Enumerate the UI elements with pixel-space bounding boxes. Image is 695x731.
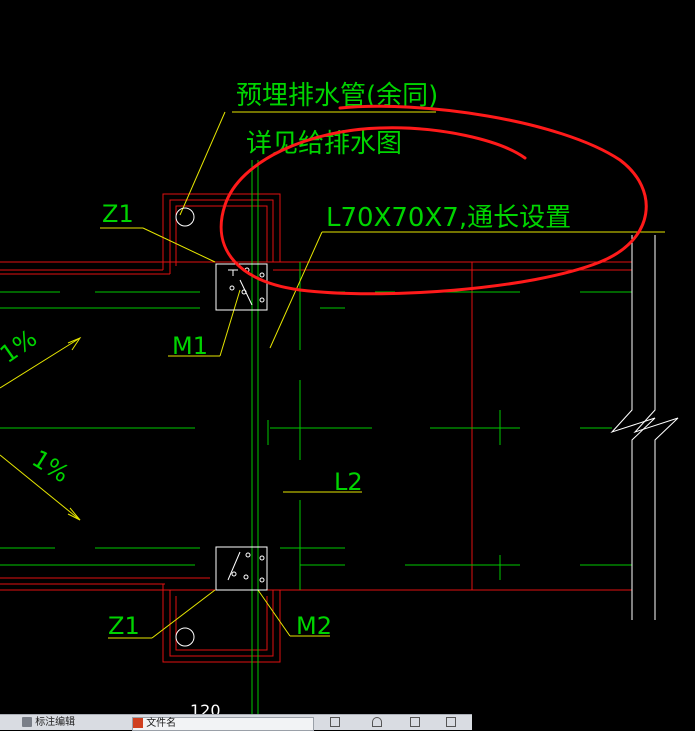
plate-m2-label: M2 <box>296 612 332 640</box>
taskbar-item-edit[interactable] <box>330 717 340 729</box>
markup-ellipse <box>219 104 648 296</box>
taskbar-item-lock[interactable] <box>372 717 382 729</box>
taskbar-item-document[interactable]: 文件名 <box>132 717 314 731</box>
embedded-plate-m2 <box>215 546 268 591</box>
grid-lines <box>0 160 632 729</box>
document-icon <box>133 718 143 728</box>
taskbar-item-label: 文件名 <box>146 718 177 729</box>
column-z1-bottom-label: Z1 <box>108 612 140 640</box>
angle-steel-label: L70X70X7,通长设置 <box>326 203 571 233</box>
taskbar-item-save[interactable] <box>410 717 420 729</box>
taskbar: 标注编辑 文件名 <box>0 714 472 731</box>
column-z1-top-label: Z1 <box>102 200 134 228</box>
drain-pipe-circle-bottom <box>175 627 195 647</box>
folder-icon <box>22 717 32 727</box>
save-icon <box>410 717 420 727</box>
drain-pipe-label-line2: 详见给排水图 <box>246 129 402 159</box>
beam-l2-label: L2 <box>334 468 363 496</box>
taskbar-item-print[interactable] <box>446 717 456 729</box>
wall-lines <box>0 193 632 663</box>
plate-m1-label: M1 <box>172 332 208 360</box>
drain-pipe-circle-top <box>175 207 195 227</box>
print-icon <box>446 717 456 727</box>
taskbar-item-folder[interactable]: 标注编辑 <box>22 717 75 729</box>
taskbar-item-label: 标注编辑 <box>35 717 76 728</box>
break-line <box>610 235 679 620</box>
lock-icon <box>372 717 382 727</box>
edit-icon <box>330 717 340 727</box>
